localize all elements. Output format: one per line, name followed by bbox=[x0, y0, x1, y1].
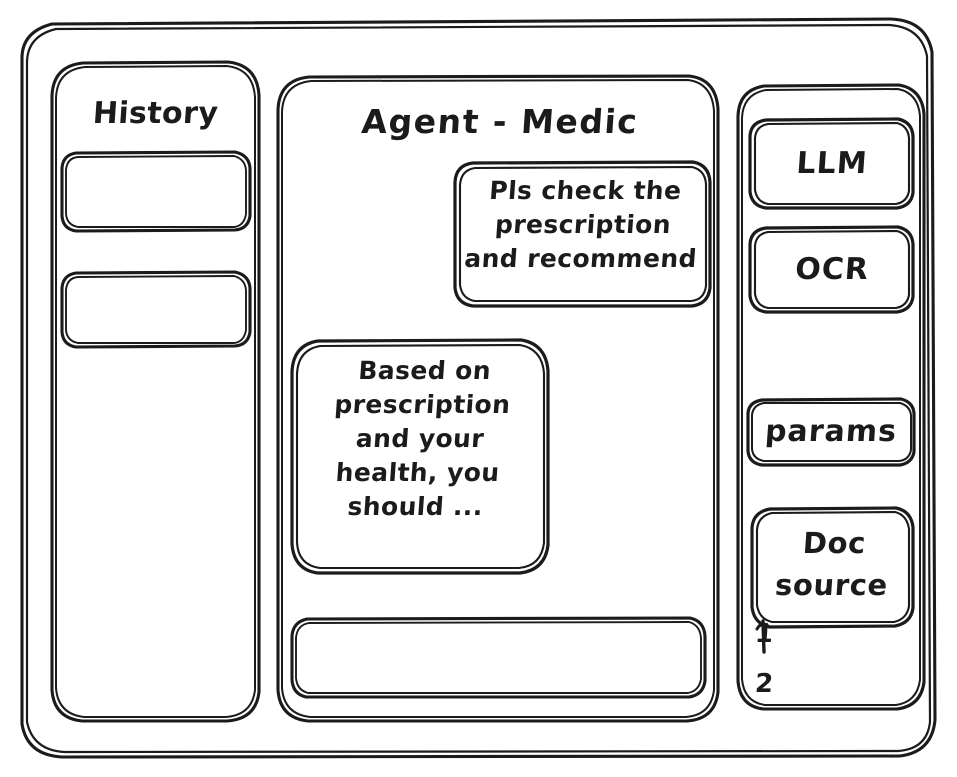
user-message-bubble: Pls check the prescription and recommend bbox=[455, 162, 711, 307]
history-item-1-outline bbox=[60, 150, 252, 233]
user-message-outline bbox=[453, 160, 712, 308]
llm-chip-label: LLM bbox=[795, 146, 869, 181]
history-panel-title: History bbox=[91, 96, 220, 131]
doc-source-item-2[interactable]: 2 bbox=[753, 669, 775, 699]
sidebar-item-history-2[interactable] bbox=[62, 272, 251, 348]
params-chip-label: params bbox=[763, 414, 899, 449]
tools-panel-outline bbox=[736, 83, 926, 711]
params-chip-outline bbox=[746, 397, 916, 467]
user-message-text: Pls check the prescription and recommend bbox=[463, 176, 698, 273]
params-chip[interactable]: params bbox=[748, 399, 914, 466]
history-panel-outline bbox=[50, 60, 261, 723]
ocr-chip-label: OCR bbox=[794, 252, 871, 287]
doc-source-box[interactable]: Doc source bbox=[752, 508, 914, 628]
window-frame-outline bbox=[20, 17, 937, 759]
sidebar-item-history-1[interactable] bbox=[62, 152, 251, 232]
main-panel-outline bbox=[276, 74, 720, 723]
history-item-2-outline bbox=[60, 270, 252, 349]
ocr-chip-outline bbox=[748, 225, 915, 314]
llm-chip-outline bbox=[748, 117, 915, 210]
composer-input-outline bbox=[290, 616, 707, 699]
doc-source-label: Doc source bbox=[774, 526, 890, 603]
doc-source-item-1-tick bbox=[755, 619, 771, 654]
page-title: Agent - Medic bbox=[360, 102, 640, 141]
doc-source-item-1[interactable]: 1 bbox=[753, 619, 775, 649]
llm-chip[interactable]: LLM bbox=[750, 119, 914, 209]
assistant-message-outline bbox=[290, 338, 550, 575]
assistant-message-bubble: Based on prescription and your health, y… bbox=[292, 340, 549, 574]
assistant-message-text: Based on prescription and your health, y… bbox=[333, 356, 512, 521]
ocr-chip[interactable]: OCR bbox=[750, 227, 914, 313]
composer-input[interactable] bbox=[292, 618, 706, 698]
